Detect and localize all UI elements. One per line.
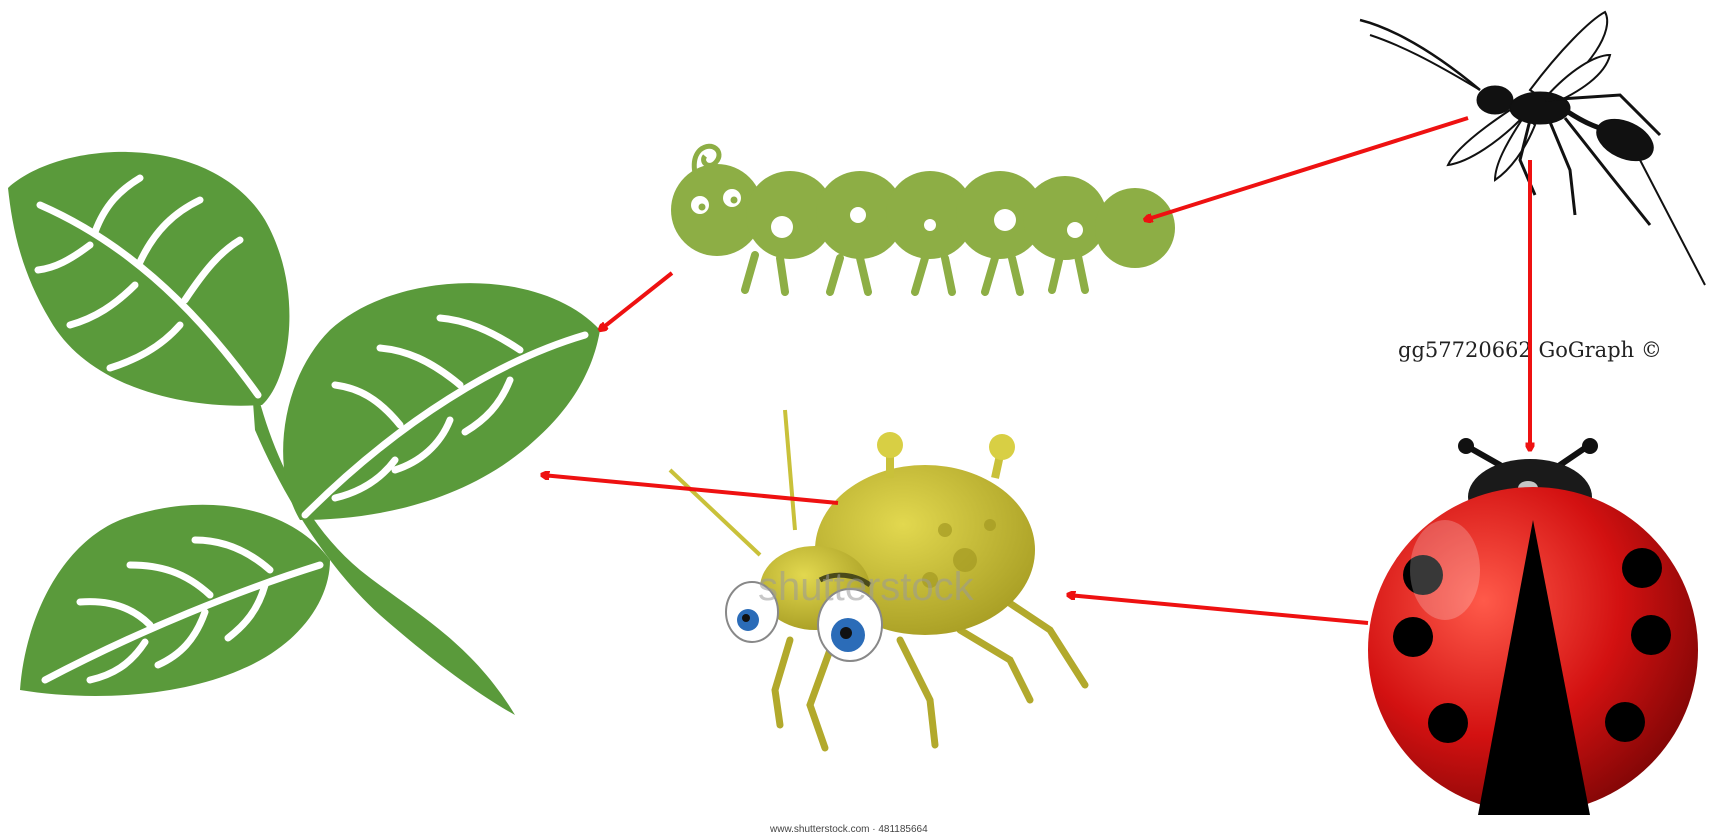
caterpillar-icon <box>671 146 1175 292</box>
ladybug-icon <box>1368 438 1698 815</box>
shutterstock-watermark: shutterstock <box>758 565 975 609</box>
leaf-icon <box>8 152 600 715</box>
shutterstock-url: www.shutterstock.com · 481185664 <box>769 824 928 835</box>
arrow-wasp-to-caterpillar <box>1145 118 1468 220</box>
wasp-icon <box>1360 12 1705 285</box>
aphid-icon: shutterstock www.shutterstock.com · 4811… <box>645 345 1170 835</box>
arrow-caterpillar-to-leaves <box>600 273 672 330</box>
